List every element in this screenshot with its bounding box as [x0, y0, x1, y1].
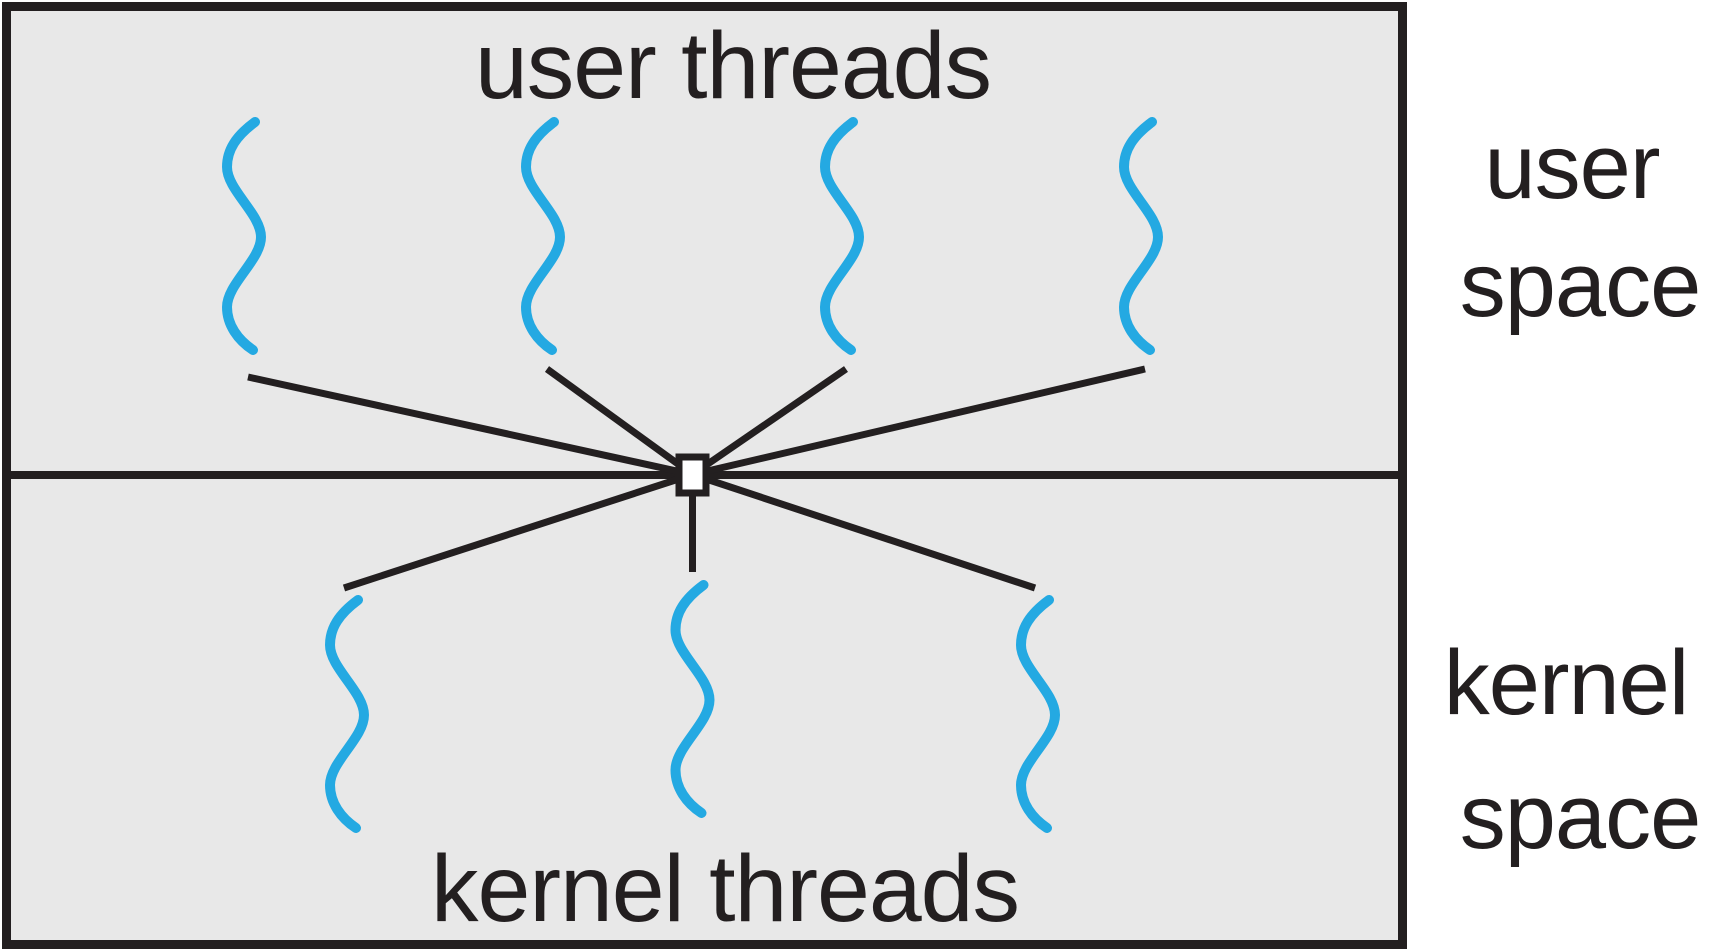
lwp-connector-square — [675, 453, 710, 497]
kernel-space-label-line1: kernel — [1444, 632, 1689, 734]
user-thread-link-3 — [690, 366, 848, 478]
user-thread-squiggle-2 — [520, 117, 566, 355]
user-space-label-line1: user — [1485, 116, 1660, 218]
user-threads-title: user threads — [475, 13, 991, 119]
kernel-space-label-line2: space — [1460, 766, 1701, 868]
user-thread-link-4 — [691, 365, 1146, 478]
kernel-thread-connections — [342, 471, 1037, 592]
user-threads-group — [221, 117, 1164, 355]
user-thread-squiggle-4 — [1118, 117, 1164, 355]
kernel-thread-link-3 — [691, 471, 1037, 592]
kernel-thread-squiggle-3 — [1015, 595, 1061, 833]
user-thread-squiggle-3 — [819, 117, 865, 355]
kernel-threads-title: kernel threads — [431, 836, 1019, 942]
kernel-thread-squiggle-2 — [670, 580, 715, 818]
user-space-label-line2: space — [1460, 234, 1701, 336]
user-thread-link-1 — [247, 373, 694, 478]
user-thread-link-2 — [544, 366, 695, 478]
kernel-thread-squiggle-1 — [324, 595, 370, 833]
kernel-threads-group — [324, 580, 1061, 833]
user-thread-connections — [247, 365, 1146, 478]
kernel-thread-link-1 — [342, 471, 694, 592]
user-thread-squiggle-1 — [221, 117, 267, 355]
